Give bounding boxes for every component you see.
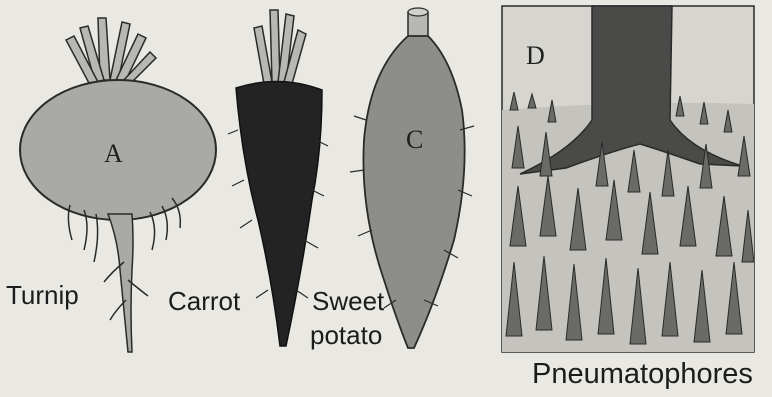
label-turnip: Turnip [6, 280, 79, 310]
carrot-root [236, 81, 322, 346]
sweet-potato-stem-top [408, 8, 428, 16]
carrot-leaves [254, 10, 306, 84]
label-carrot: Carrot [168, 286, 240, 316]
label-sweet-potato-line1: Sweet [312, 286, 384, 316]
letter-c: C [406, 126, 423, 154]
letter-d: D [526, 42, 545, 70]
turnip-taproot [108, 214, 133, 352]
letter-a: A [104, 140, 123, 168]
label-sweet-potato-line2: potato [310, 320, 382, 350]
label-pneumatophores: Pneumatophores [532, 358, 753, 390]
turnip-leaves [66, 18, 156, 86]
